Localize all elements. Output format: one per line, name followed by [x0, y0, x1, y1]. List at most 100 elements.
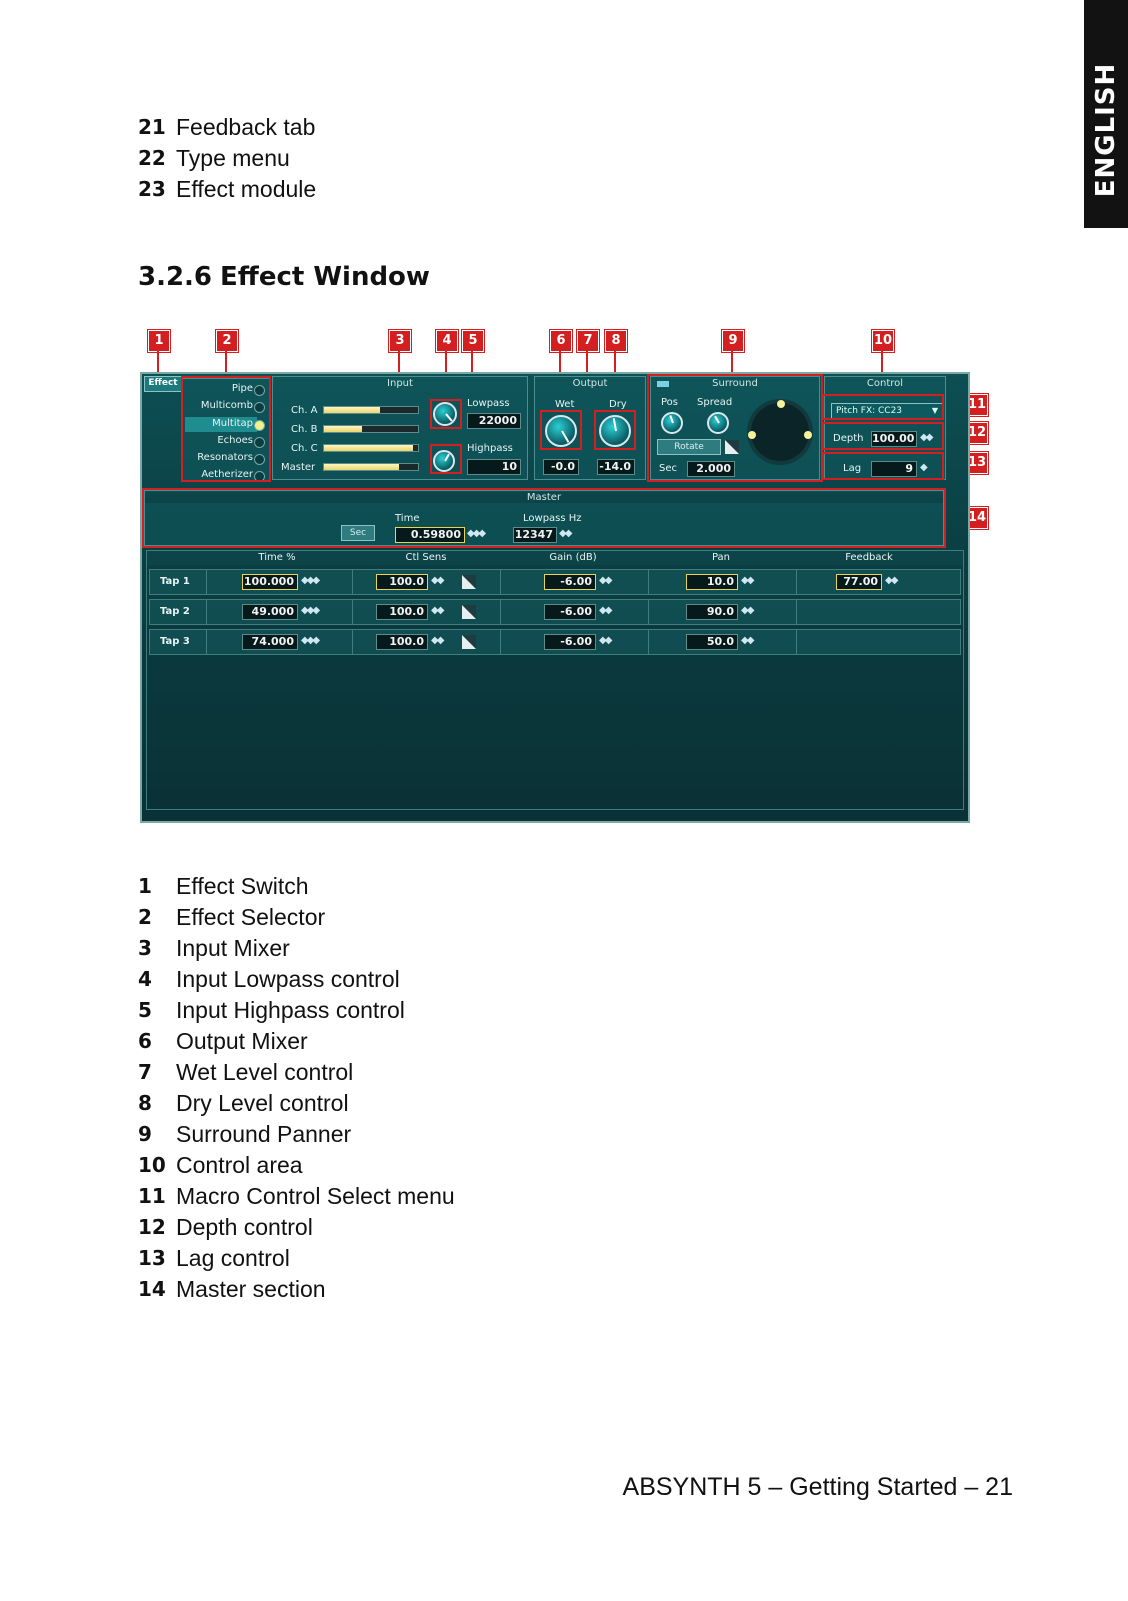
column-divider — [648, 600, 649, 624]
depth-arrows-icon[interactable]: ◆◆ — [920, 432, 933, 443]
dry-label: Dry — [609, 399, 627, 410]
lowpass-value[interactable]: 22000 — [467, 413, 521, 429]
level-fill — [324, 464, 400, 470]
gain-cell[interactable]: -6.00 — [544, 604, 596, 620]
feedback-cell[interactable]: 77.00 — [836, 574, 882, 590]
selector-led[interactable] — [254, 454, 265, 465]
ctl-curve-toggle[interactable] — [462, 605, 476, 619]
selector-led[interactable] — [254, 385, 265, 396]
gain-cell[interactable]: -6.00 — [544, 634, 596, 650]
pan-arrows-icon[interactable]: ◆◆ — [741, 575, 754, 586]
surround-field[interactable] — [747, 399, 813, 465]
selector-item-aetherizer[interactable]: Aetherizer — [201, 469, 253, 480]
header-pan: Pan — [711, 552, 731, 563]
ctl-curve-toggle[interactable] — [462, 635, 476, 649]
selector-item-echoes[interactable]: Echoes — [217, 435, 253, 446]
time-value[interactable]: 0.59800 — [395, 527, 465, 543]
lag-arrows-icon[interactable]: ◆ — [920, 462, 928, 473]
lowpass-knob[interactable] — [433, 402, 457, 426]
gain-arrows-icon[interactable]: ◆◆ — [599, 605, 612, 616]
dry-knob[interactable] — [599, 415, 631, 447]
lowpass-arrows-icon[interactable]: ◆◆ — [559, 528, 572, 539]
effect-window-panel: Effect Pipe Multicomb Multitap Echoes Re… — [140, 372, 970, 823]
column-divider — [648, 630, 649, 654]
surround-title: Surround — [712, 378, 758, 389]
channel-level-bar[interactable] — [323, 406, 419, 414]
highpass-knob[interactable] — [433, 450, 455, 472]
column-divider — [206, 570, 207, 594]
pan-cell[interactable]: 50.0 — [686, 634, 738, 650]
ctl-arrows-icon[interactable]: ◆◆ — [431, 635, 444, 646]
depth-label: Depth — [833, 433, 864, 444]
gain-arrows-icon[interactable]: ◆◆ — [599, 575, 612, 586]
gain-cell[interactable]: -6.00 — [544, 574, 596, 590]
speaker-dot[interactable] — [804, 431, 812, 439]
master-lowpass-value[interactable]: 12347 — [513, 527, 557, 543]
time-arrows-icon[interactable]: ◆◆◆ — [301, 605, 320, 616]
time-arrows-icon[interactable]: ◆◆◆ — [301, 635, 320, 646]
selector-item-resonators[interactable]: Resonators — [197, 452, 253, 463]
column-divider — [206, 630, 207, 654]
selector-item-multicomb[interactable]: Multicomb — [200, 400, 253, 411]
channel-level-bar[interactable] — [323, 425, 419, 433]
rotate-direction-toggle[interactable] — [725, 440, 739, 454]
channel-level-bar[interactable] — [323, 444, 419, 452]
time-arrows-icon[interactable]: ◆◆◆ — [301, 575, 320, 586]
column-divider — [500, 600, 501, 624]
time-cell[interactable]: 49.000 — [242, 604, 298, 620]
selector-led[interactable] — [254, 402, 265, 413]
dry-value[interactable]: -14.0 — [597, 459, 635, 475]
highlight-box — [540, 410, 582, 450]
channel-label: Master — [281, 462, 316, 473]
selector-item-multitap[interactable]: Multitap — [212, 418, 253, 429]
section-title: Effect Window — [220, 262, 430, 292]
language-tab: ENGLISH — [1084, 0, 1128, 228]
ctl-cell[interactable]: 100.0 — [376, 634, 428, 650]
callout-line — [157, 351, 159, 377]
sec-button[interactable]: Sec — [341, 525, 375, 541]
speaker-dot[interactable] — [748, 431, 756, 439]
time-arrows-icon[interactable]: ◆◆◆ — [467, 528, 486, 539]
header-time: Time % — [258, 552, 296, 563]
effect-window-screenshot: 1 2 3 4 5 6 7 8 9 10 11 12 13 14 Effect … — [140, 328, 988, 823]
legend-label: Output Mixer — [176, 1028, 308, 1054]
pan-arrows-icon[interactable]: ◆◆ — [741, 635, 754, 646]
pan-arrows-icon[interactable]: ◆◆ — [741, 605, 754, 616]
rotate-button[interactable]: Rotate — [657, 439, 721, 455]
language-tab-label: ENGLISH — [1091, 62, 1121, 198]
pan-cell[interactable]: 90.0 — [686, 604, 738, 620]
legend-number: 10 — [138, 1153, 166, 1177]
speaker-dot[interactable] — [777, 400, 785, 408]
ctl-cell[interactable]: 100.0 — [376, 604, 428, 620]
gain-arrows-icon[interactable]: ◆◆ — [599, 635, 612, 646]
ctl-arrows-icon[interactable]: ◆◆ — [431, 605, 444, 616]
ctl-cell[interactable]: 100.0 — [376, 574, 428, 590]
highpass-value[interactable]: 10 — [467, 459, 521, 475]
output-title: Output — [572, 378, 608, 389]
legend-number: 1 — [138, 874, 152, 898]
legend-number: 8 — [138, 1091, 152, 1115]
wet-knob[interactable] — [545, 415, 577, 447]
time-cell[interactable]: 74.000 — [242, 634, 298, 650]
pos-knob[interactable] — [661, 412, 683, 434]
lag-value[interactable]: 9 — [871, 461, 917, 477]
sec-value[interactable]: 2.000 — [687, 461, 735, 477]
ctl-curve-toggle[interactable] — [462, 575, 476, 589]
selector-led-active[interactable] — [254, 420, 265, 431]
selector-item-pipe[interactable]: Pipe — [231, 383, 253, 394]
highlight-box — [822, 422, 944, 450]
sec-label: Sec — [659, 463, 677, 474]
pan-cell[interactable]: 10.0 — [686, 574, 738, 590]
ctl-arrows-icon[interactable]: ◆◆ — [431, 575, 444, 586]
time-cell[interactable]: 100.000 — [242, 574, 298, 590]
wet-value[interactable]: -0.0 — [543, 459, 579, 475]
channel-level-bar[interactable] — [323, 463, 419, 471]
effect-switch-tab[interactable]: Effect — [144, 376, 182, 392]
list-item-label: Effect module — [176, 176, 317, 202]
feedback-arrows-icon[interactable]: ◆◆ — [885, 575, 898, 586]
selector-led[interactable] — [254, 437, 265, 448]
surround-toggle[interactable] — [657, 381, 669, 387]
legend-label: Effect Selector — [176, 904, 326, 930]
depth-value[interactable]: 100.00 — [871, 431, 917, 447]
spread-knob[interactable] — [707, 412, 729, 434]
